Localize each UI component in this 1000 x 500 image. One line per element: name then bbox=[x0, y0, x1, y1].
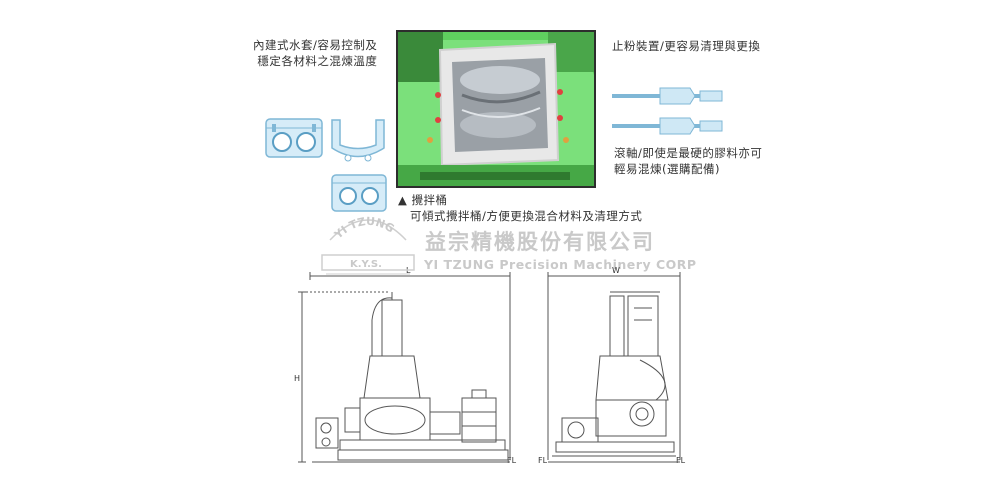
water-jacket-tilted-icon bbox=[331, 174, 387, 212]
dim-width-label: W bbox=[612, 266, 620, 275]
rotor-caption-line1: 滾軸/即使是最硬的膠料亦可 bbox=[614, 146, 763, 160]
watermark-company-cn: 益宗精機股份有限公司 bbox=[425, 230, 655, 254]
watermark-logo-box-text: K.Y.S. bbox=[350, 259, 382, 270]
water-jacket-caption-line1: 內建式水套/容易控制及 bbox=[253, 38, 378, 52]
watermark-company-en: YI TZUNG Precision Machinery CORP bbox=[424, 257, 697, 272]
dim-floor-side-right-label: FL bbox=[676, 456, 686, 465]
water-jacket-closed-icon bbox=[265, 118, 323, 158]
chamber-description: 可傾式攪拌桶/方便更換混合材料及清理方式 bbox=[410, 209, 643, 223]
rotor-caption: 滾軸/即使是最硬的膠料亦可 輕易混煉(選購配備) bbox=[614, 145, 762, 177]
mixer-chamber-photo bbox=[396, 30, 596, 188]
side-view-drawing bbox=[547, 272, 681, 463]
dust-stop-part-icon bbox=[612, 87, 723, 105]
watermark-logo-arc-text: YI TZUNG bbox=[331, 215, 396, 242]
dim-floor-side-left-label: FL bbox=[538, 456, 548, 465]
water-jacket-caption: 內建式水套/容易控制及 穩定各材料之混煉溫度 bbox=[253, 37, 377, 69]
water-jacket-open-icon bbox=[331, 119, 385, 162]
chamber-title: ▲ 攪拌桶 bbox=[398, 193, 448, 207]
dim-floor-front-label: FL bbox=[507, 456, 517, 465]
dim-height-label: H bbox=[294, 374, 301, 383]
rotor-part-icon bbox=[612, 117, 723, 135]
watermark-logo: YI TZUNG K.Y.S. bbox=[321, 215, 415, 275]
dust-stop-caption: 止粉裝置/更容易清理與更換 bbox=[612, 39, 761, 53]
rotor-caption-line2: 輕易混煉(選購配備) bbox=[614, 162, 720, 176]
front-view-drawing bbox=[298, 272, 511, 463]
water-jacket-caption-line2: 穩定各材料之混煉溫度 bbox=[257, 54, 378, 68]
